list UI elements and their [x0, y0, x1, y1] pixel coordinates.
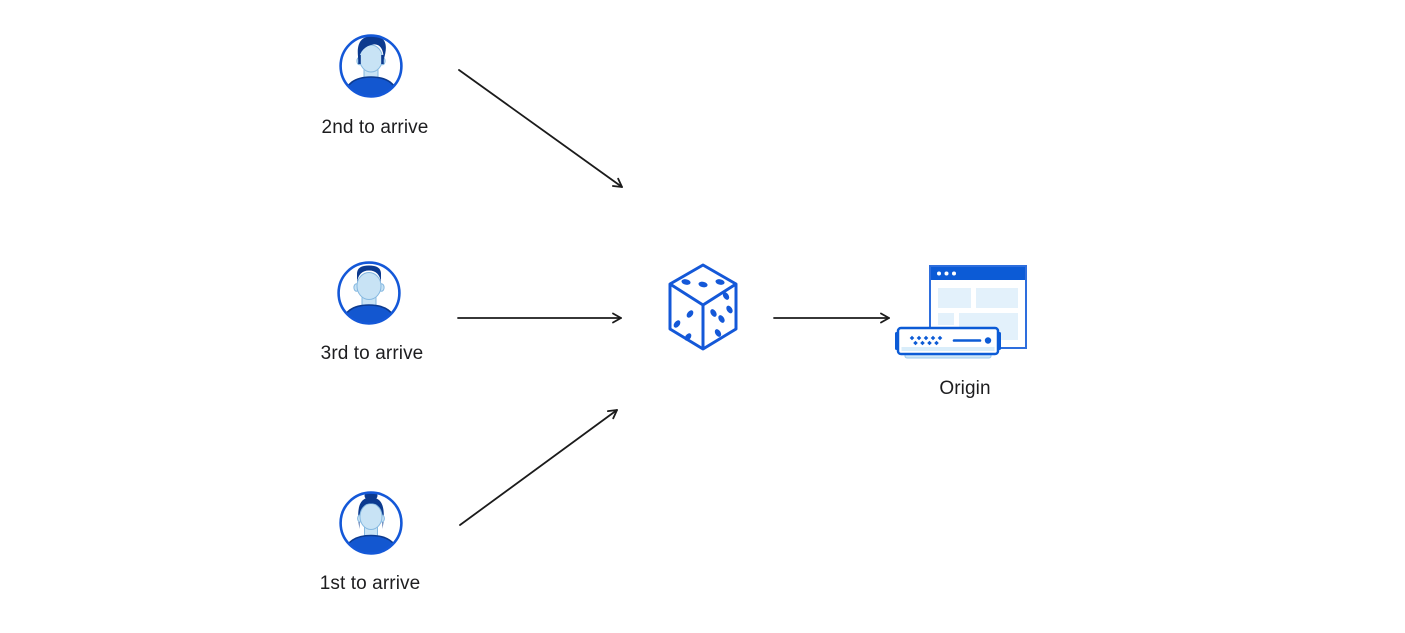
client-1st-label: 1st to arrive — [319, 573, 421, 594]
node-client-2nd-to-arrive: 2nd to arrive — [322, 30, 428, 138]
client-2nd-label: 2nd to arrive — [321, 117, 429, 138]
dice-icon — [668, 263, 738, 351]
node-client-3rd-to-arrive: 3rd to arrive — [321, 257, 423, 364]
origin-label: Origin — [939, 378, 991, 399]
client-3rd-label: 3rd to arrive — [320, 343, 424, 364]
user-male-swept-hair-avatar-icon — [339, 34, 403, 98]
node-client-1st-to-arrive: 1st to arrive — [320, 487, 420, 594]
user-female-bun-avatar-icon — [339, 491, 403, 555]
origin-server-browser-icon — [895, 265, 1027, 359]
dice-pips — [673, 279, 733, 341]
arrow-client2nd-to-dice — [458, 69, 623, 188]
node-origin: Origin — [893, 262, 1033, 399]
arrow-client1st-to-dice — [459, 409, 618, 526]
server-box-icon — [895, 326, 1001, 359]
user-male-short-hair-avatar-icon — [337, 261, 401, 325]
node-randomizer — [667, 262, 739, 359]
